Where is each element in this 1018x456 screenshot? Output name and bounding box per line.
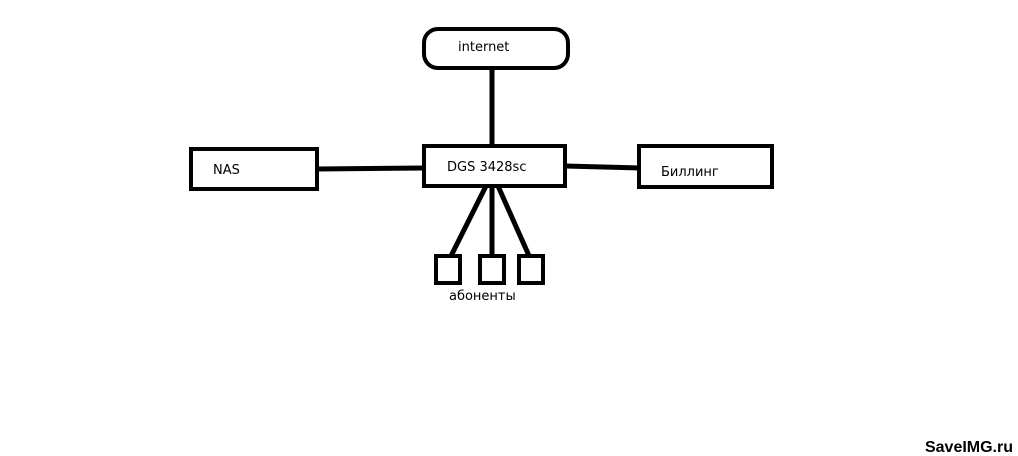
nas-node: NAS [189,147,319,191]
internet-shape [422,27,570,70]
internet-node: internet [422,27,570,70]
nas-shape [189,147,319,191]
nas-label: NAS [213,163,240,178]
subscriber-box-1 [434,254,462,285]
link-switch-billing [564,163,640,171]
link-switch-subscriber-1 [447,184,489,260]
billing-node: Биллинг [637,144,774,189]
subscriber-box-2 [478,254,506,285]
link-switch-nas [316,165,425,172]
billing-label: Биллинг [661,165,719,180]
subscriber-box-3 [517,254,545,285]
switch-shape [422,144,567,188]
subscribers-label: абоненты [449,289,516,304]
link-switch-subscriber-3 [495,184,533,260]
internet-label: internet [458,40,509,55]
switch-node: DGS 3428sc [422,144,567,188]
watermark-text: SaveIMG.ru [925,439,1013,456]
billing-shape [637,144,774,189]
switch-label: DGS 3428sc [447,160,526,175]
